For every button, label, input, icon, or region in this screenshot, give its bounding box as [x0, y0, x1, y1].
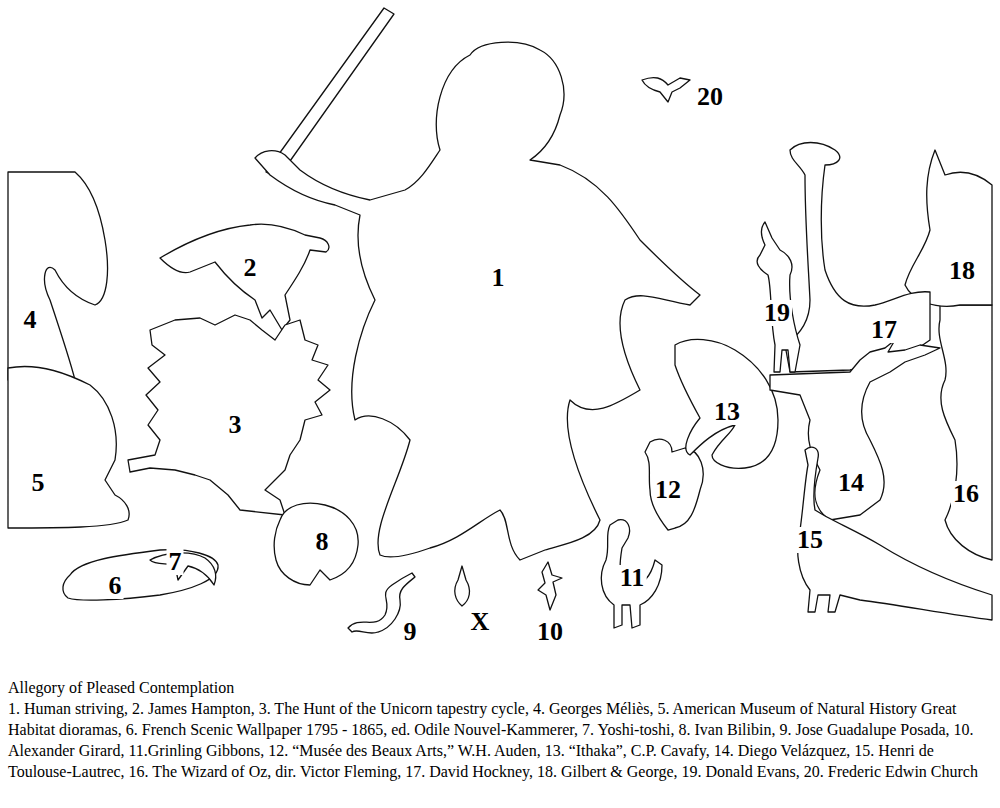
- flying-bird-silhouette: [642, 78, 690, 102]
- callout-number: X: [469, 609, 492, 635]
- ostrich-silhouette: [785, 143, 930, 373]
- callout-number: 18: [947, 258, 977, 284]
- callout-number: 15: [795, 527, 825, 553]
- deer-silhouette: [770, 340, 940, 520]
- callout-number: 16: [951, 481, 981, 507]
- callout-number: 7: [167, 549, 184, 575]
- bird-silhouette: [645, 439, 703, 530]
- wallpaper-silhouette: [63, 550, 218, 600]
- callout-number: 6: [107, 573, 124, 599]
- figure-silhouette: [255, 42, 700, 560]
- callout-number: 2: [242, 255, 259, 281]
- unicorn-silhouette: [128, 315, 330, 515]
- callout-number: 13: [712, 399, 742, 425]
- callout-number: 3: [227, 412, 244, 438]
- callout-number: 4: [22, 307, 39, 333]
- lizard-silhouette: [538, 562, 562, 610]
- animal-silhouette: [274, 503, 358, 585]
- callout-number: 9: [402, 619, 419, 645]
- callout-number: 20: [695, 84, 725, 110]
- crow-silhouette: [160, 224, 329, 330]
- rooster-silhouette: [601, 520, 662, 628]
- callout-number: 10: [535, 619, 565, 645]
- figure-caption: 1. Human striving, 2. James Hampton, 3. …: [8, 698, 992, 782]
- diorama-silhouette: [8, 366, 129, 528]
- strip-silhouette: [939, 305, 992, 560]
- callout-number: 17: [869, 317, 899, 343]
- callout-number: 5: [30, 470, 47, 496]
- small-figure-silhouette: [455, 566, 470, 606]
- horse-silhouette: [8, 172, 108, 380]
- callout-number: 12: [653, 477, 683, 503]
- goat-silhouette: [757, 222, 800, 372]
- callout-number: 14: [836, 470, 866, 496]
- callout-number: 19: [762, 300, 792, 326]
- bull-silhouette: [905, 150, 992, 306]
- callout-number: 1: [490, 265, 507, 291]
- sword-outline: [266, 8, 394, 178]
- peacock-silhouette: [798, 447, 992, 620]
- head-silhouette: [675, 339, 778, 468]
- figure-title: Allegory of Pleased Contemplation: [8, 677, 992, 698]
- callout-number: 8: [314, 529, 331, 555]
- callout-number: 11: [618, 565, 647, 591]
